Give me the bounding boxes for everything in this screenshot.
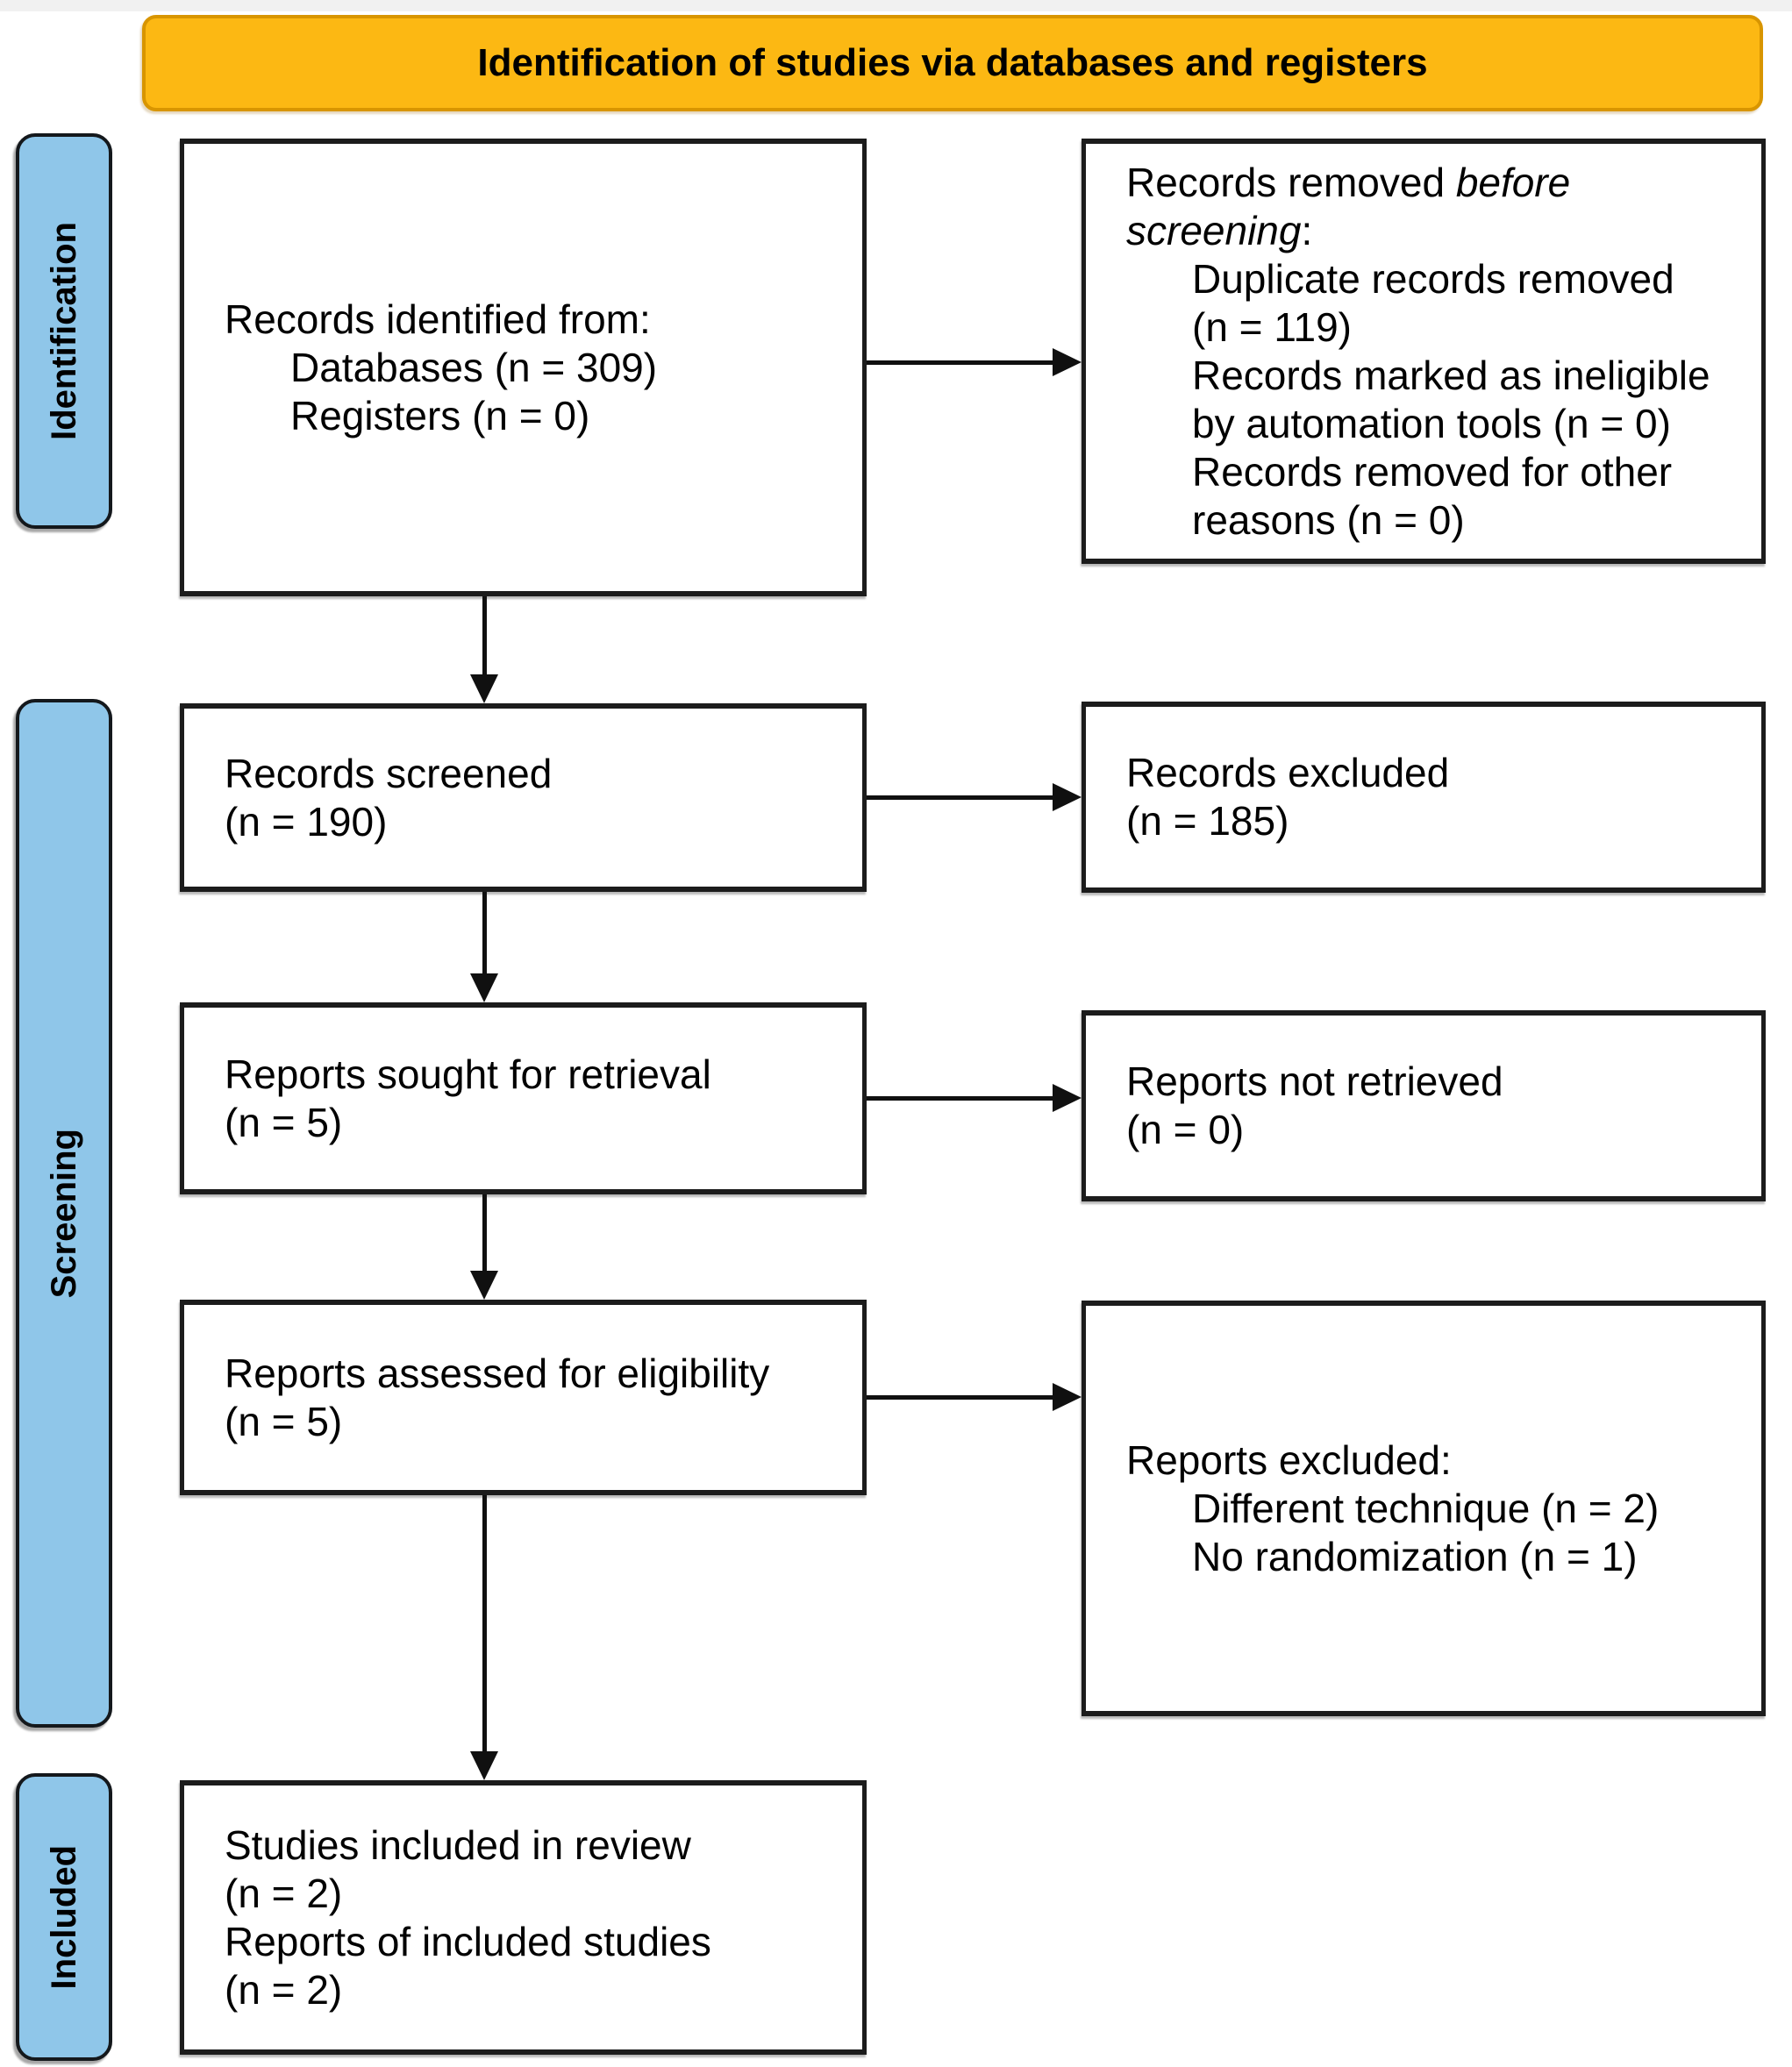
phase-tab-screening: Screening	[16, 699, 112, 1728]
box-line: (n = 5)	[225, 1398, 343, 1444]
box-line: Duplicate records removed	[1192, 255, 1674, 302]
box-line: Records removed before	[1126, 159, 1749, 207]
phase-tab-identification: Identification	[16, 133, 112, 529]
records-removed-intro-italic: before	[1455, 159, 1571, 205]
phase-tab-identification-label: Identification	[44, 222, 83, 440]
scan-edge-strip	[0, 0, 1792, 11]
box-line: Different technique (n = 2)	[1192, 1485, 1660, 1531]
reports-sought-text: Reports sought for retrieval (n = 5)	[184, 1051, 862, 1147]
arrow-line	[482, 1194, 487, 1272]
box-line: Records excluded	[1126, 750, 1450, 795]
arrow-line	[867, 1395, 1053, 1400]
box-line: Records screened	[225, 750, 553, 796]
arrow-head-icon	[1053, 1383, 1082, 1411]
arrow-head-icon	[470, 973, 498, 1002]
arrow-head-icon	[470, 1751, 498, 1780]
box-line: Reports of included studies	[225, 1918, 711, 1964]
box-line: Registers (n = 0)	[290, 392, 590, 438]
reports-not-retrieved-text: Reports not retrieved (n = 0)	[1086, 1058, 1761, 1154]
records-screened-box: Records screened (n = 190)	[180, 703, 867, 892]
records-identified-box: Records identified from: Databases (n = …	[180, 139, 867, 596]
records-excluded-text: Records excluded (n = 185)	[1086, 749, 1761, 845]
arrow-head-icon	[470, 1271, 498, 1300]
box-line: (n = 2)	[225, 1966, 343, 2013]
reports-sought-box: Reports sought for retrieval (n = 5)	[180, 1002, 867, 1194]
box-line: (n = 5)	[225, 1099, 343, 1145]
reports-not-retrieved-box: Reports not retrieved (n = 0)	[1082, 1010, 1766, 1201]
reports-excluded-text: Reports excluded: Different technique (n…	[1086, 1436, 1761, 1581]
arrow-line	[482, 892, 487, 974]
box-line: Records removed for other	[1192, 448, 1673, 495]
box-line: Records marked as ineligible	[1192, 352, 1710, 398]
box-line: screening:	[1126, 207, 1749, 255]
arrow-line	[482, 1495, 487, 1752]
box-line: (n = 2)	[225, 1870, 343, 1916]
arrow-line	[867, 795, 1053, 800]
box-line: Reports not retrieved	[1126, 1058, 1503, 1104]
arrow-head-icon	[1053, 1084, 1082, 1112]
reports-excluded-box: Reports excluded: Different technique (n…	[1082, 1301, 1766, 1716]
reports-assessed-text: Reports assessed for eligibility (n = 5)	[184, 1350, 862, 1446]
arrow-head-icon	[470, 674, 498, 703]
records-screened-text: Records screened (n = 190)	[184, 750, 862, 846]
records-removed-text: Records removed before screening: Duplic…	[1086, 159, 1761, 545]
reports-assessed-box: Reports assessed for eligibility (n = 5)	[180, 1300, 867, 1495]
phase-tab-included: Included	[16, 1773, 112, 2061]
arrow-line	[867, 1096, 1053, 1101]
box-line: Records identified from:	[225, 296, 651, 342]
banner-identification-via-databases: Identification of studies via databases …	[142, 15, 1763, 111]
records-removed-intro-italic2: screening	[1126, 207, 1302, 253]
box-line: reasons (n = 0)	[1192, 496, 1465, 543]
box-line: (n = 190)	[225, 798, 388, 845]
records-identified-text: Records identified from: Databases (n = …	[184, 296, 862, 440]
box-line: (n = 119)	[1192, 303, 1352, 350]
records-removed-intro-colon: :	[1301, 207, 1313, 253]
records-removed-intro: Records removed	[1126, 159, 1456, 205]
box-line: Studies included in review	[225, 1821, 691, 1868]
box-line: (n = 185)	[1126, 798, 1289, 844]
arrow-line	[867, 360, 1053, 365]
box-line: Reports excluded:	[1126, 1436, 1452, 1483]
arrow-head-icon	[1053, 783, 1082, 811]
box-line: by automation tools (n = 0)	[1192, 400, 1671, 446]
records-removed-box: Records removed before screening: Duplic…	[1082, 139, 1766, 564]
studies-included-text: Studies included in review (n = 2) Repor…	[184, 1821, 862, 2014]
phase-tab-included-label: Included	[44, 1844, 83, 1990]
box-line: Reports sought for retrieval	[225, 1051, 711, 1097]
records-excluded-box: Records excluded (n = 185)	[1082, 702, 1766, 893]
studies-included-box: Studies included in review (n = 2) Repor…	[180, 1780, 867, 2055]
box-line: (n = 0)	[1126, 1107, 1245, 1152]
box-line: Reports assessed for eligibility	[225, 1350, 770, 1396]
box-line: Databases (n = 309)	[290, 344, 658, 390]
arrow-line	[482, 596, 487, 675]
box-line: No randomization (n = 1)	[1192, 1533, 1638, 1579]
phase-tab-screening-label: Screening	[44, 1128, 83, 1299]
banner-title: Identification of studies via databases …	[477, 41, 1428, 84]
arrow-head-icon	[1053, 348, 1082, 376]
